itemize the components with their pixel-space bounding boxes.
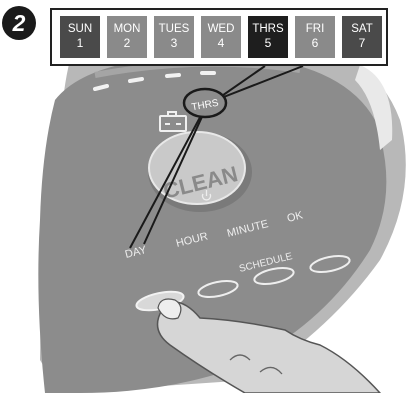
day-box-tues: TUES 3	[154, 16, 194, 58]
day-number: 4	[201, 36, 241, 50]
day-name: TUES	[159, 23, 190, 35]
day-box-fri: FRI 6	[295, 16, 335, 58]
day-name: MON	[114, 23, 141, 35]
day-number: 2	[107, 36, 147, 50]
day-box-sat: SAT 7	[342, 16, 382, 58]
day-box-mon: MON 2	[107, 16, 147, 58]
step-number-badge: 2	[2, 6, 36, 40]
day-name: FRI	[306, 23, 325, 35]
day-name: WED	[208, 23, 235, 35]
day-box-sun: SUN 1	[60, 16, 100, 58]
day-number: 7	[342, 36, 382, 50]
day-number: 5	[248, 36, 288, 50]
day-name: SUN	[68, 23, 92, 35]
day-indicator-panel: SUN 1 MON 2 TUES 3 WED 4 THRS 5 FRI 6 SA…	[50, 8, 388, 66]
day-number: 3	[154, 36, 194, 50]
day-name: THRS	[252, 23, 283, 35]
day-number: 6	[295, 36, 335, 50]
day-name: SAT	[351, 23, 373, 35]
day-box-thrs: THRS 5	[248, 16, 288, 58]
day-number: 1	[60, 36, 100, 50]
day-box-wed: WED 4	[201, 16, 241, 58]
